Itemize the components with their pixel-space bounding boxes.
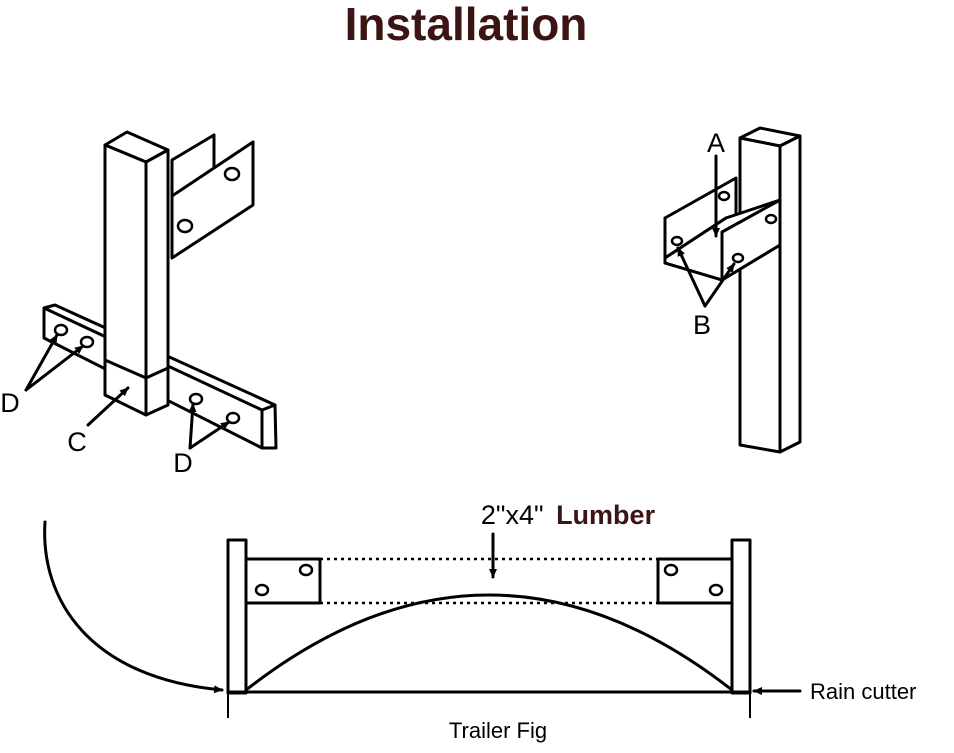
- trailer-post-right: [730, 538, 752, 695]
- label-b: B: [693, 310, 711, 340]
- label-a: A: [707, 128, 725, 158]
- bolt-hole: [53, 323, 69, 337]
- bolt-hole: [188, 392, 204, 406]
- bolt-hole: [176, 218, 194, 234]
- label-d-right: D: [173, 448, 193, 478]
- bolt-hole: [223, 166, 241, 182]
- trailer-roof-arc: [244, 593, 734, 692]
- right-vertical-post: [738, 126, 802, 454]
- trailer-fig-caption: Trailer Fig: [449, 718, 547, 743]
- trailer-bracket-left: [244, 557, 322, 605]
- bolt-hole: [764, 213, 778, 225]
- right-post-assembly: A B: [663, 126, 802, 454]
- vertical-post: [103, 130, 170, 417]
- trailer-figure: 2"x4" Lumber Rain cutter Trailer Fig: [43, 500, 916, 743]
- label-d-left: D: [0, 388, 20, 418]
- channel-bracket: [663, 176, 782, 282]
- lumber-label: 2"x4" Lumber: [481, 500, 656, 530]
- trailer-post-left: [226, 538, 248, 695]
- bolt-hole: [79, 335, 95, 349]
- lumber-word: Lumber: [556, 500, 656, 530]
- bolt-hole: [225, 411, 241, 425]
- label-c: C: [67, 427, 87, 457]
- rain-cutter-label: Rain cutter: [810, 679, 916, 704]
- lumber-size: 2"x4": [481, 500, 544, 530]
- bolt-hole: [670, 235, 684, 247]
- page-title: Installation: [345, 0, 588, 50]
- left-post-assembly: D C D: [0, 130, 278, 478]
- upper-bracket: [170, 133, 255, 260]
- bolt-hole: [731, 252, 745, 264]
- bolt-hole: [717, 190, 731, 202]
